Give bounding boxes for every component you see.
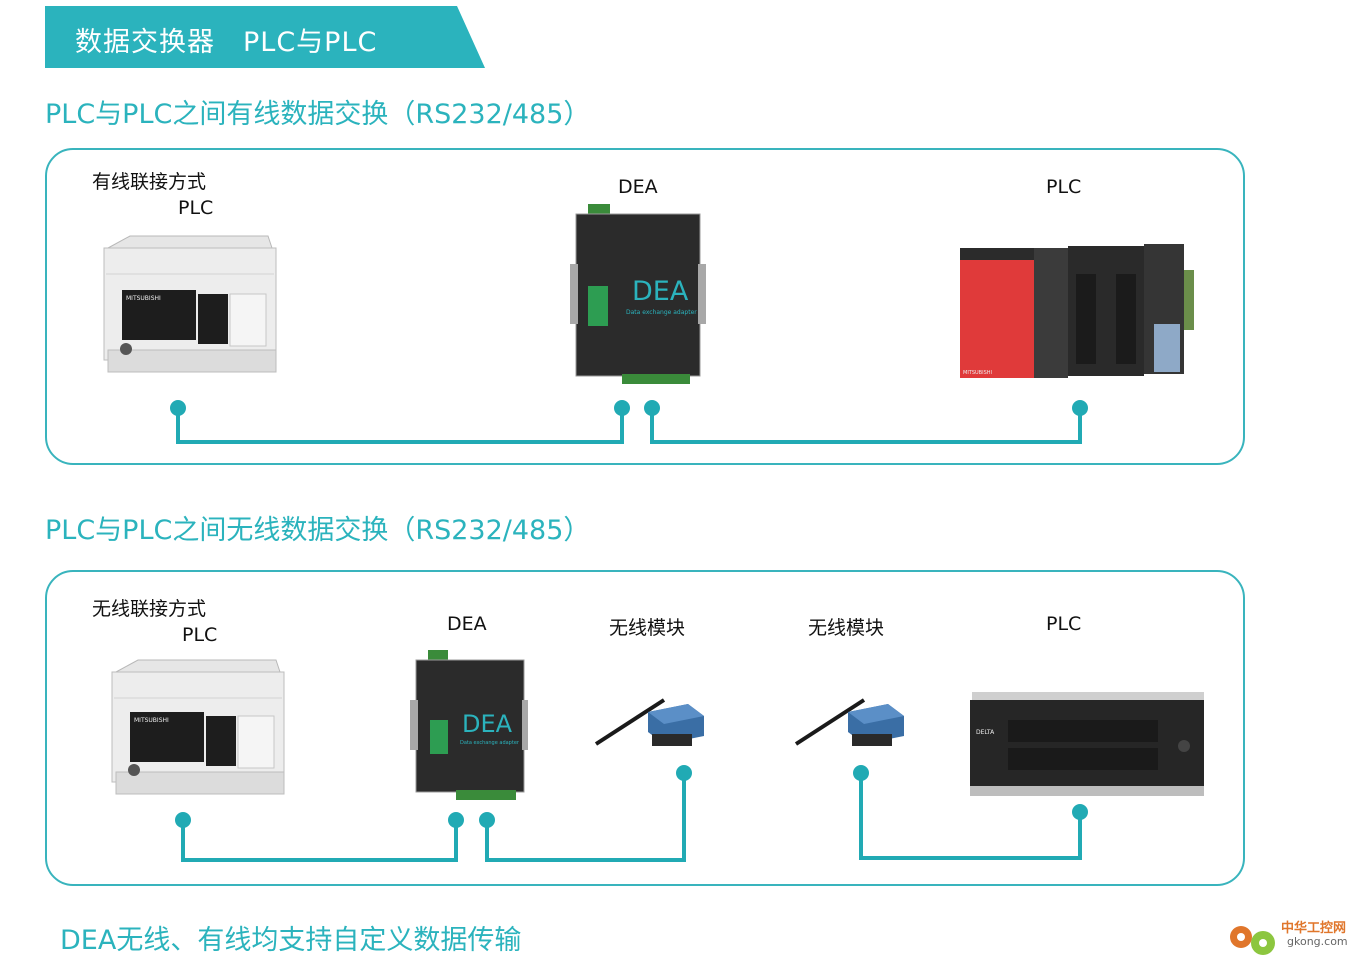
wired-port-dea-right (644, 400, 660, 416)
banner-title-sub: PLC与PLC (243, 27, 378, 58)
wireless-port-dea-right (479, 812, 495, 828)
wireless-module-2 (794, 698, 904, 746)
wireless-mode-label: 无线联接方式 (92, 598, 207, 620)
delta-plc-brand: DELTA (976, 729, 995, 736)
wireless-dea-label: DEA (447, 613, 487, 635)
delta-plc-device: DELTA (970, 692, 1204, 796)
fx-plc-brand-wireless: MITSUBISHI (134, 717, 169, 724)
antenna-icon (794, 698, 866, 746)
gear-icon (1230, 926, 1275, 955)
wireless-module2-label: 无线模块 (808, 617, 885, 639)
dea-tagline-wired: Data exchange adapter (626, 309, 697, 316)
footer-caption: DEA无线、有线均支持自定义数据传输 (60, 925, 522, 956)
dea-tagline-wireless: Data exchange adapter (460, 740, 520, 746)
dea-brand-wired: DEA (632, 276, 689, 307)
wireless-diagram-panel (45, 570, 1245, 886)
wired-right-plc-label: PLC (1046, 176, 1082, 198)
wireless-port-module1 (676, 765, 692, 781)
fx-plc-device-wireless: MITSUBISHI (111, 659, 285, 795)
q-plc-brand: MITSUBISHI (963, 370, 992, 376)
wireless-port-module2 (853, 765, 869, 781)
wireless-left-plc-label: PLC (182, 624, 218, 646)
dea-brand-wireless: DEA (462, 710, 513, 738)
banner-title-main: 数据交换器 (75, 27, 215, 58)
fx-plc-brand-wired: MITSUBISHI (126, 295, 161, 302)
dea-device-wired: DEA Data exchange adapter (570, 204, 706, 384)
wireless-module1-label: 无线模块 (609, 617, 686, 639)
logo-en-text: gkong.com (1287, 935, 1348, 948)
wired-port-plc-left (170, 400, 186, 416)
logo-cn-text: 中华工控网 (1281, 921, 1347, 936)
q-series-plc-device: MITSUBISHI (960, 244, 1194, 378)
antenna-icon (594, 698, 666, 746)
wired-section-heading: PLC与PLC之间有线数据交换（RS232/485） (45, 99, 591, 130)
wireless-section-heading: PLC与PLC之间无线数据交换（RS232/485） (45, 515, 591, 546)
wired-diagram-panel (45, 148, 1245, 465)
dea-device-wireless: DEA Data exchange adapter (410, 650, 528, 800)
wired-mode-label: 有线联接方式 (92, 171, 207, 193)
gkong-logo: 中华工控网 gkong.com (1225, 915, 1350, 965)
wireless-module-1 (594, 698, 704, 746)
wired-left-plc-label: PLC (178, 197, 214, 219)
wireless-port-plc-left (175, 812, 191, 828)
banner-title: 数据交换器 PLC与PLC (75, 20, 377, 59)
title-banner: 数据交换器 PLC与PLC (45, 6, 485, 68)
wireless-port-dea-left (448, 812, 464, 828)
wireless-port-plc-right (1072, 804, 1088, 820)
wireless-right-plc-label: PLC (1046, 613, 1082, 635)
wired-port-plc-right (1072, 400, 1088, 416)
wired-port-dea-left (614, 400, 630, 416)
fx-plc-device-wired: MITSUBISHI (103, 235, 277, 373)
wired-dea-label: DEA (618, 176, 658, 198)
